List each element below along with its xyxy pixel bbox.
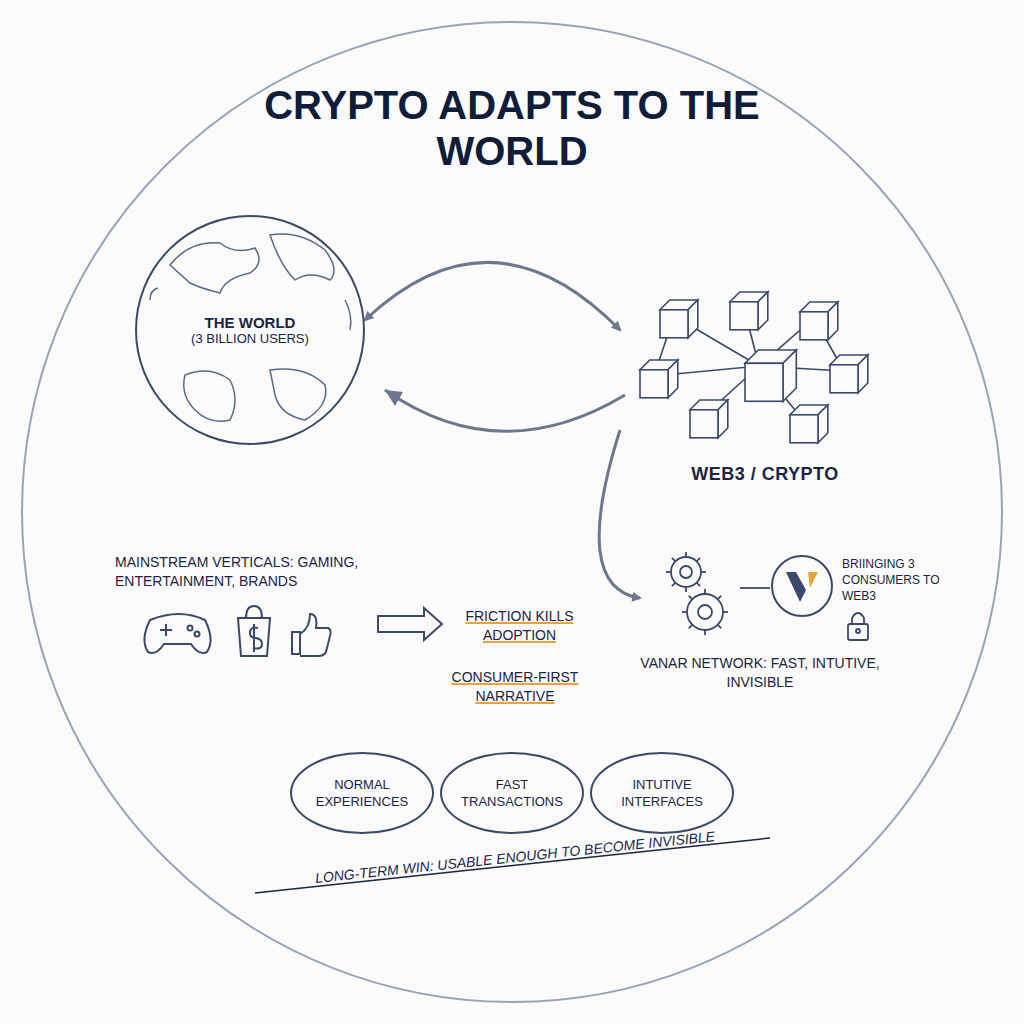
node-text: NORMAL EXPERIENCES [308,776,416,810]
cube-side [858,355,868,393]
gamepad-icon [144,614,210,653]
gear-tooth [697,583,701,587]
benefit-oval: INTUTIVE INTERFACES [590,752,734,834]
logo-ring [772,556,832,616]
node-text: FAST TRANSACTIONS [458,776,566,810]
gear-link [740,587,770,589]
cube-front [730,302,758,330]
cube-front [690,410,718,438]
cube-side [828,302,838,340]
logo-mark [786,572,806,602]
gamepad-button [195,632,200,637]
note-label: CONSUMER-FIRST NARRATIVE [425,668,605,706]
gamepad-dpad [160,624,172,636]
cube-front [790,415,818,443]
cube-side [668,360,678,398]
gear-tooth [697,558,701,562]
vertical-label: MAINSTREAM VERTICALS: GAMING, ENTERTAINM… [115,553,415,591]
world-globe: THE WORLD(3 BILLION USERS) [135,215,365,445]
note-label: FRICTION KILLS ADOPTION [452,607,587,645]
node-text: INTUTIVE INTERFACES [608,776,716,810]
outer-circle [22,22,1002,1002]
benefit-oval: FAST TRANSACTIONS [440,752,584,834]
gear-tooth [718,625,722,629]
gear-tooth [672,583,676,587]
thumbs-up-icon [292,614,331,656]
node-text: THE WORLD [202,314,299,331]
cycle-arrow [385,390,625,431]
gear-tooth [704,630,706,635]
diagram-title: CRYPTO ADAPTS TO THE WORLD [212,82,812,174]
node-text: (3 BILLION USERS) [188,331,312,346]
gear-tooth [701,571,706,573]
gears [666,552,770,635]
gear-tooth [689,596,693,600]
gear-tooth [685,552,687,557]
gamepad-button [188,626,193,631]
benefit-oval: NORMAL EXPERIENCES [290,752,434,834]
gear-tooth [718,596,722,600]
bag-handle [246,606,262,618]
shopping-bag-icon [238,618,270,656]
node-text: VANAR NETWORK: FAST, INTUTIVE, INVISIBLE [640,654,880,692]
globe-continents [150,234,351,421]
cube-front [800,312,828,340]
gear-tooth [672,558,676,562]
cube-front [660,310,688,338]
cycle-arrowhead [385,390,403,406]
web3-cluster: WEB3 / CRYPTO [620,285,910,485]
dollar-sign [250,624,262,652]
gear-tooth [689,625,693,629]
cube-side [783,350,796,401]
cube-front [640,370,668,398]
gear-tooth [685,587,687,592]
small-arrow [378,608,442,640]
cube-side [718,400,728,438]
cube-front [830,365,858,393]
cube-side [818,405,828,443]
vertical-icons [144,606,442,656]
gear-tooth [704,589,706,594]
node-text: WEB3 / CRYPTO [691,464,839,485]
tagline-label: BRIINGING 3 CONSUMERS TO WEB3 [842,556,942,604]
cube-front [745,363,783,401]
conclusion-label: LONG-TERM WIN: USABLE ENOUGH TO BECOME I… [251,820,780,893]
logo-mark [808,572,818,588]
blockchain-cubes [640,292,868,443]
gear-tooth [682,611,687,613]
flow-arrow [365,262,620,330]
flow-arrow [599,430,640,598]
cube-side [758,292,768,330]
lock-icon [848,613,868,640]
cube-side [688,300,698,338]
gear-tooth [666,571,671,573]
gear-tooth [723,611,728,613]
vanar-logo [770,554,834,618]
